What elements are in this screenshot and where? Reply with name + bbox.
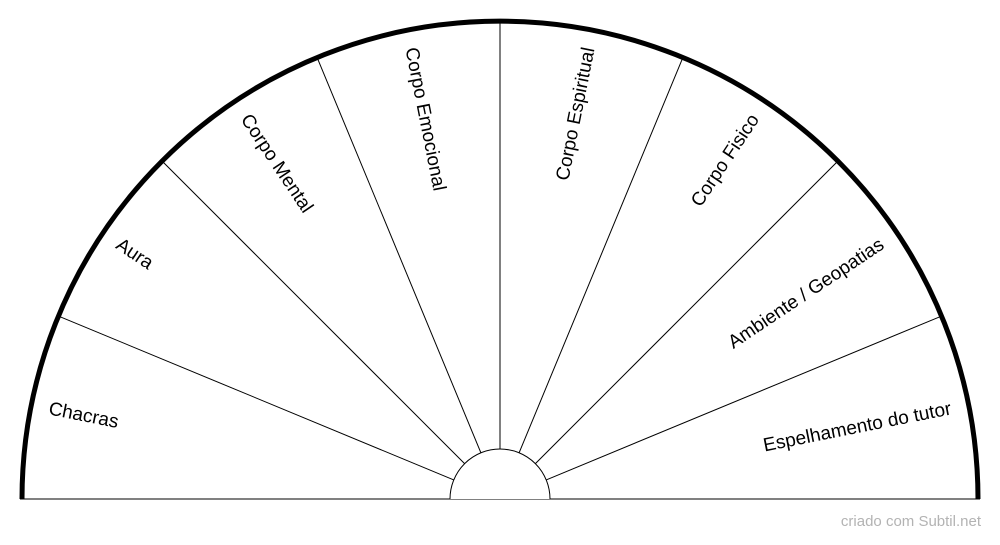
sector-label: Ambiente / Geopatias xyxy=(724,234,888,353)
sector-divider xyxy=(518,59,683,453)
sector-label: Espelhamento do tutor xyxy=(762,398,954,456)
center-hub xyxy=(449,448,551,500)
sector-label: Corpo Fisico xyxy=(687,110,764,210)
credit-text: criado com Subtil.net xyxy=(840,513,981,530)
sector-divider xyxy=(535,162,837,464)
sector-label: Chacras xyxy=(47,399,120,433)
sector-label: Corpo Espiritual xyxy=(553,46,600,183)
sector-label: Aura xyxy=(112,234,157,274)
sector-label: Corpo Mental xyxy=(236,110,317,217)
sector-divider xyxy=(60,316,454,481)
outer-arc xyxy=(19,18,981,500)
sector-dividers xyxy=(60,23,940,481)
sector-label: Corpo Emocional xyxy=(400,46,449,193)
sector-divider xyxy=(163,162,465,464)
sector-divider xyxy=(317,59,482,453)
sector-divider xyxy=(546,316,940,481)
